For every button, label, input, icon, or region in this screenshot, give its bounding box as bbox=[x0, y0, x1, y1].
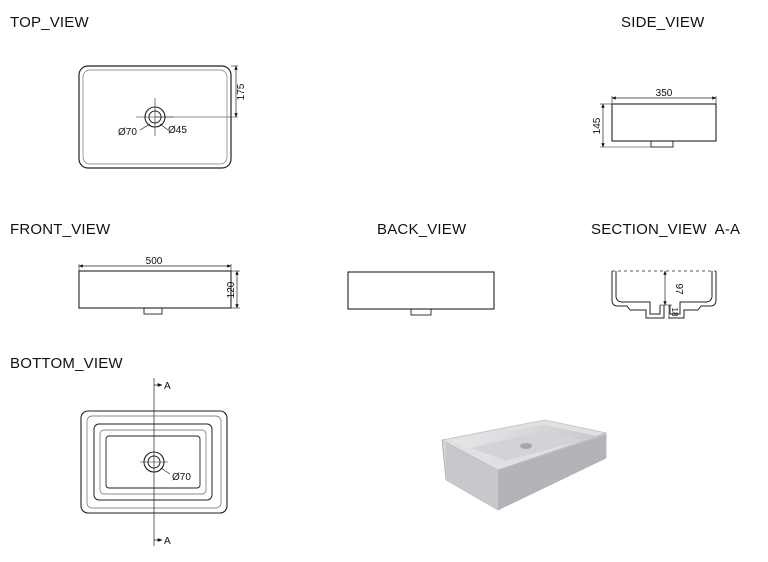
top-outer-diameter: Ø70 bbox=[118, 127, 137, 138]
bottom-diameter: Ø70 bbox=[172, 472, 191, 483]
section-marker-bottom: A bbox=[164, 536, 171, 547]
back-view-title: BACK_VIEW bbox=[377, 221, 467, 238]
section-view-title: SECTION_VIEW A-A bbox=[591, 221, 741, 238]
front-view-title: FRONT_VIEW bbox=[10, 221, 111, 238]
section-view-drawing bbox=[611, 270, 717, 319]
section-marker-top: A bbox=[164, 381, 171, 392]
section-base-dimension: 18 bbox=[670, 308, 679, 317]
front-view-drawing bbox=[78, 264, 240, 315]
side-height-dimension: 145 bbox=[592, 117, 603, 134]
side-view-drawing bbox=[600, 96, 717, 148]
side-view-title: SIDE_VIEW bbox=[621, 14, 705, 31]
bottom-view-drawing bbox=[80, 378, 228, 546]
front-width-dimension: 500 bbox=[146, 256, 163, 267]
top-depth-dimension: 175 bbox=[236, 83, 247, 100]
bottom-view-title: BOTTOM_VIEW bbox=[10, 355, 123, 372]
top-view-title: TOP_VIEW bbox=[10, 14, 89, 31]
back-view-drawing bbox=[347, 271, 495, 316]
top-view-drawing bbox=[78, 65, 238, 169]
top-inner-diameter: Ø45 bbox=[168, 125, 187, 136]
side-width-dimension: 350 bbox=[656, 88, 673, 99]
section-inner-dimension: 97 bbox=[673, 283, 684, 295]
basin-3d-render bbox=[441, 419, 608, 511]
front-height-dimension: 120 bbox=[226, 281, 237, 298]
